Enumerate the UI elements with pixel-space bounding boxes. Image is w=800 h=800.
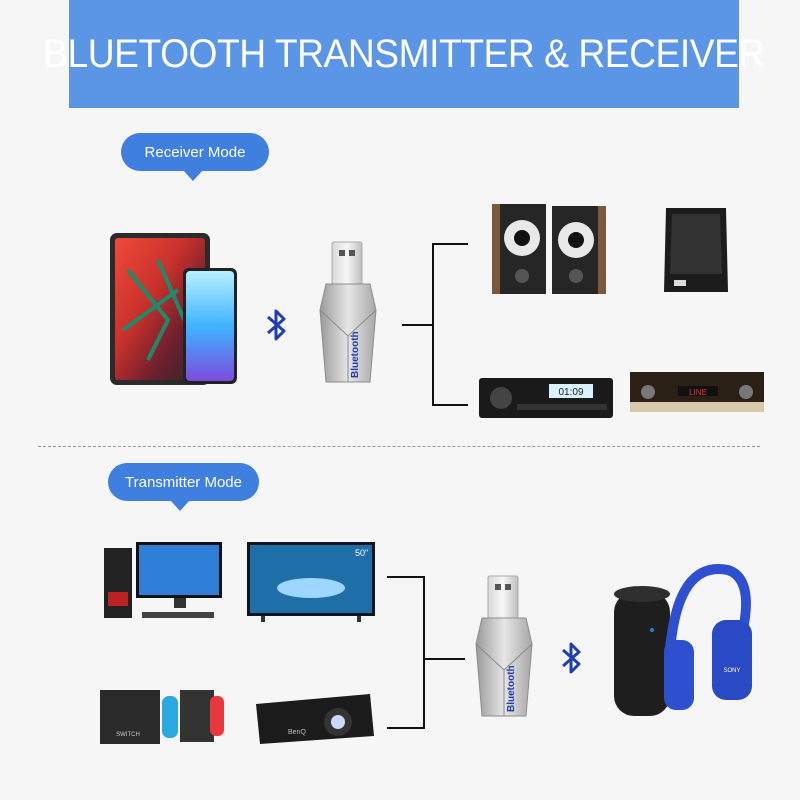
section-divider: [38, 446, 760, 447]
desktop-pc-image: [104, 542, 222, 618]
connector-line: [432, 243, 434, 405]
receiver-mode-label: Receiver Mode: [121, 133, 269, 181]
banner-title: BLUETOOTH TRANSMITTER & RECEIVER: [43, 31, 765, 76]
connector-line: [432, 404, 468, 406]
connector-line: [402, 324, 434, 326]
adapter-text: Bluetooth: [506, 665, 517, 712]
connector-line: [423, 576, 425, 729]
connector-line: [387, 727, 425, 729]
tv-size-text: 50": [355, 548, 368, 558]
connector-line: [423, 658, 465, 660]
bluetooth-icon: [562, 642, 581, 674]
connector-line: [432, 243, 468, 245]
bluetooth-adapter-image: Bluetooth: [475, 575, 533, 717]
projector-image: BenQ: [256, 694, 374, 744]
title-banner: BLUETOOTH TRANSMITTER & RECEIVER: [43, 0, 765, 108]
transmitter-mode-label: Transmitter Mode: [108, 463, 259, 511]
game-console-image: SWITCH: [100, 690, 224, 744]
bluetooth-adapter-image: Bluetooth: [319, 241, 377, 383]
amp-display-text: LINE: [689, 388, 707, 397]
amplifier-image: LINE: [630, 372, 764, 412]
connector-line: [387, 576, 425, 578]
headphone-brand-text: SONY: [723, 668, 740, 674]
car-display-text: 01:09: [558, 387, 583, 398]
switch-label-text: SWITCH: [116, 732, 140, 738]
tablet-phone-image: [110, 233, 237, 385]
pa-speaker-image: [664, 208, 728, 292]
bluetooth-icon: [267, 309, 286, 341]
speaker-headphones-image: SONY: [614, 564, 752, 716]
projector-brand-text: BenQ: [288, 729, 306, 736]
car-stereo-image: 01:09: [479, 378, 613, 418]
bookshelf-speakers-image: [492, 204, 606, 294]
tv-image: 50": [247, 542, 375, 622]
adapter-text: Bluetooth: [350, 331, 361, 378]
